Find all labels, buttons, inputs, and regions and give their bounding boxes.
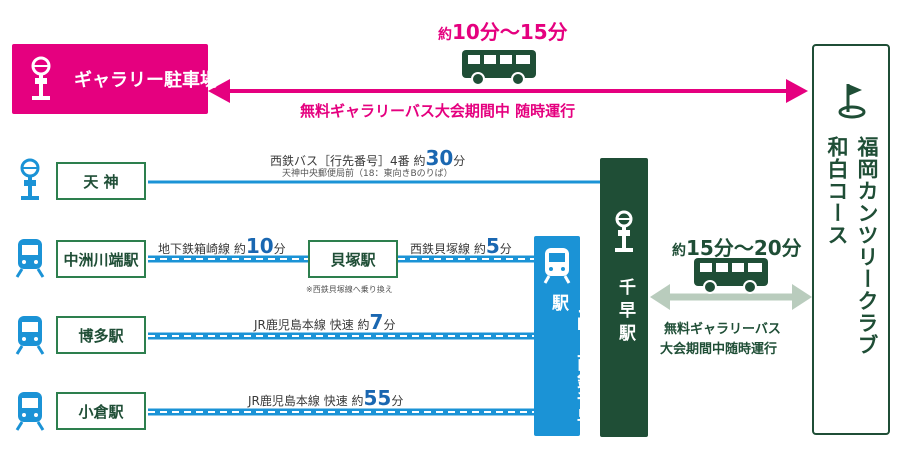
duration-prefix: 約 <box>438 27 452 43</box>
bus-icon <box>462 50 536 86</box>
golf-flag-icon <box>838 84 866 119</box>
origin-nakasukawabata: 中洲川端駅 <box>56 240 146 278</box>
origin-tenjin: 天 神 <box>56 162 146 200</box>
jr-station-label: JR・西鉄千早駅 <box>548 294 593 426</box>
chihaya-station-label: 千早駅 <box>615 278 635 347</box>
bus-stop-icon <box>20 158 40 200</box>
arrow-left-gray <box>650 284 670 310</box>
train-icon <box>15 392 45 431</box>
gallery-duration: 約10分〜15分 <box>438 16 568 45</box>
arrow-right-gray <box>792 284 812 310</box>
route-sub-tenjin: 天神中央郵便局前（18：東向きBのりば） <box>282 169 453 179</box>
chihaya-shuttle-duration: 約15分〜20分 <box>672 236 802 260</box>
origin-kokura: 小倉駅 <box>56 392 146 430</box>
gallery-parking-label: ギャラリー駐車場 <box>74 70 218 91</box>
golf-course-name: 和白コース <box>825 136 849 246</box>
chihaya-station-box: 千早駅 <box>600 158 648 437</box>
kaizuka-transfer-note: ※西鉄貝塚線へ乗り換え <box>306 285 393 294</box>
gallery-shuttle-note: 無料ギャラリーバス大会期間中 随時運行 <box>300 102 576 120</box>
chihaya-shuttle-note-2: 大会期間中随時運行 <box>660 342 778 357</box>
origin-hakata: 博多駅 <box>56 316 146 354</box>
bus-stop-icon <box>615 210 633 252</box>
train-icon <box>543 248 571 284</box>
train-icon <box>15 239 45 278</box>
kaizuka-station-box: 貝塚駅 <box>308 240 398 278</box>
arrow-right-pink <box>786 79 808 103</box>
bus-stop-icon <box>31 56 51 100</box>
arrow-left-pink <box>208 79 230 103</box>
route-label-hakata: JR鹿児島本線 快速 約7分 <box>254 310 396 334</box>
chihaya-shuttle-note-1: 無料ギャラリーバス <box>664 322 781 337</box>
jr-nishitetsu-chihaya-box: JR・西鉄千早駅 <box>534 236 593 436</box>
route-label-kokura: JR鹿児島本線 快速 約55分 <box>248 386 404 410</box>
route-label-nakasu-subway: 地下鉄箱崎線 約10分 <box>158 234 286 258</box>
bus-icon <box>694 258 768 294</box>
train-icon <box>15 316 45 355</box>
golf-club-box: 福岡カンツリークラブ 和白コース <box>812 44 890 435</box>
duration-value: 10分〜15分 <box>452 20 568 44</box>
route-label-tenjin: 西鉄バス［行先番号］4番 約30分 <box>270 146 466 170</box>
route-label-kaizuka-line: 西鉄貝塚線 約5分 <box>410 234 512 258</box>
gallery-parking-box: ギャラリー駐車場 <box>12 44 218 114</box>
golf-club-name: 福岡カンツリークラブ <box>855 136 879 356</box>
